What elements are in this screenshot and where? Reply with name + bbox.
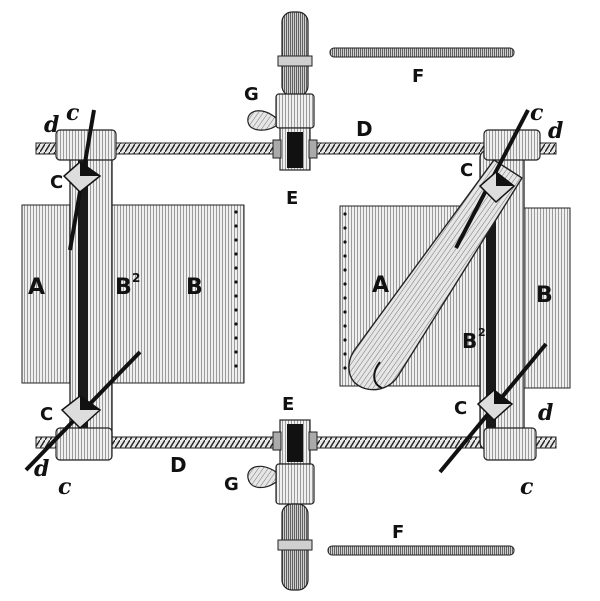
label-b2-right-sup: 2 (478, 326, 486, 339)
label-f-bottom: F (392, 522, 404, 543)
label-g-top: G (244, 84, 259, 105)
label-b-right: B (536, 283, 553, 308)
perforation-dots-right (343, 212, 347, 370)
label-g-bottom: G (224, 474, 239, 495)
top-handle (281, 11, 309, 97)
label-a-right: A (372, 273, 389, 298)
label-d-left-bottom: d (34, 456, 49, 482)
label-b2-left: B (115, 275, 132, 300)
sheet-b-left (105, 204, 245, 384)
right-inclined-arm (348, 159, 523, 391)
label-b2-left-sup: 2 (132, 271, 140, 285)
wing-nut-top (247, 110, 277, 131)
wing-nut-bottom (247, 465, 277, 489)
label-b2-right: B (462, 329, 477, 353)
label-f-top: F (412, 66, 424, 87)
label-c-left-top: C (50, 172, 63, 193)
sheet-b-right (519, 207, 571, 389)
label-c-left-top-lower: c (66, 100, 80, 126)
left-knob-top (62, 161, 102, 194)
right-knob-top (478, 171, 516, 204)
label-d-right-top: d (548, 118, 563, 144)
perforation-dots-left (234, 210, 238, 368)
loose-rod-bottom (327, 545, 515, 556)
left-sheets (21, 204, 245, 384)
label-c-right-bottom-lower: c (520, 474, 534, 500)
label-e-bottom: E (282, 394, 294, 415)
loose-rod-top (329, 47, 515, 58)
label-d-top: D (356, 117, 373, 141)
label-c-left-bottom-lower: c (58, 474, 72, 500)
top-fitting (247, 11, 318, 171)
bottom-fitting (247, 419, 318, 591)
left-knob-bottom (60, 395, 102, 430)
left-clamp (24, 109, 142, 472)
label-c-right-bottom: C (454, 398, 467, 419)
label-d-left-top: d (44, 112, 59, 138)
label-c-right-top: C (460, 160, 473, 181)
label-d-bottom: D (170, 453, 187, 477)
right-clamp (348, 109, 548, 474)
label-a-left: A (28, 275, 45, 300)
labels: A B 2 B C C c c d d G E D F A B 2 B C C … (28, 66, 563, 543)
label-d-right-bottom: d (538, 400, 553, 426)
label-b-left: B (186, 275, 203, 300)
label-c-right-top-lower: c (530, 100, 544, 126)
label-c-left-bottom: C (40, 404, 53, 425)
label-e-top: E (286, 188, 298, 209)
right-knob-bottom (476, 389, 514, 422)
